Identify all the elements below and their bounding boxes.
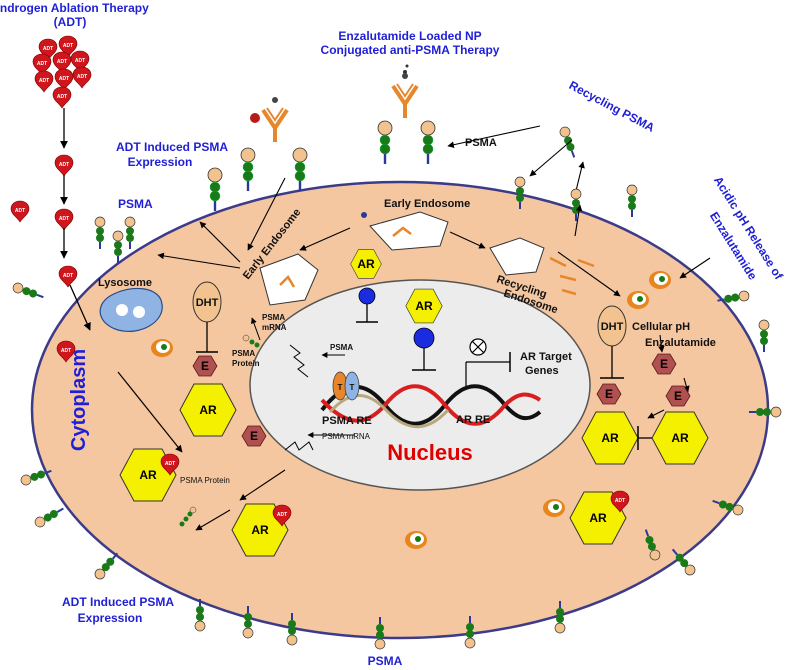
ar-lowleft-label: AR bbox=[139, 468, 157, 482]
adt-induced-bottom-2: Expression bbox=[78, 611, 143, 625]
psma-mrna-label-2: mRNA bbox=[262, 323, 287, 332]
adt-drop-label: ADT bbox=[43, 46, 53, 52]
np-cytoplasm-4 bbox=[649, 271, 671, 289]
lysosome-label: Lysosome bbox=[98, 277, 152, 289]
ar-right-label: AR bbox=[601, 431, 619, 445]
ar-nuc-top-label: AR bbox=[357, 257, 375, 271]
adt-drop-label: ADT bbox=[277, 512, 287, 518]
np-title-2: Conjugated anti-PSMA Therapy bbox=[321, 43, 500, 57]
early-endosome-top-label: Early Endosome bbox=[384, 198, 470, 210]
psma-small-label: PSMA bbox=[330, 343, 353, 352]
ar-left-label: AR bbox=[199, 403, 217, 417]
psma-re-label: PSMA RE bbox=[322, 415, 372, 427]
adt-drop-label: ADT bbox=[57, 59, 67, 65]
e-right-label: E bbox=[605, 387, 613, 401]
adt-drop-label: ADT bbox=[77, 74, 87, 80]
ar-right-low-label: AR bbox=[589, 511, 607, 525]
e-right-2-label: E bbox=[674, 389, 682, 403]
adt-drop-label: ADT bbox=[59, 162, 69, 168]
cytoplasm-label: Cytoplasm bbox=[68, 349, 90, 451]
psma-protein-label-2: Protein bbox=[232, 359, 260, 368]
ar-right-2-label: AR bbox=[671, 431, 689, 445]
np-cytoplasm-5 bbox=[627, 291, 649, 309]
adt-abbr: (ADT) bbox=[54, 15, 87, 29]
ar-target-label-2: Genes bbox=[525, 365, 559, 377]
recycling-endosome bbox=[489, 237, 545, 276]
adt-drop-label: ADT bbox=[57, 94, 67, 100]
np-cytoplasm-2 bbox=[405, 531, 427, 549]
enzalutamide-release bbox=[549, 256, 595, 296]
psma-mrna-line-label: PSMA mRNA bbox=[322, 432, 371, 441]
ar-nuc-center-label: AR bbox=[415, 299, 433, 313]
adt-drop-label: ADT bbox=[59, 76, 69, 82]
adt-induced-top-2: Expression bbox=[128, 155, 193, 169]
psma-mrna-label-1: PSMA bbox=[262, 313, 285, 322]
psma-label-top: PSMA bbox=[465, 137, 497, 149]
recycling-psma-title: Recycling PSMA bbox=[567, 78, 657, 135]
ar-re-label: AR RE bbox=[456, 414, 490, 426]
enzalutamide-label: Enzalutamide bbox=[645, 337, 716, 349]
np-cytoplasm-3 bbox=[543, 499, 565, 517]
nucleus-label: Nucleus bbox=[387, 440, 473, 465]
np-cytoplasm-1 bbox=[151, 339, 173, 357]
svg-text:T: T bbox=[350, 383, 355, 392]
adt-drop-label: ADT bbox=[39, 78, 49, 84]
adt-drop-label: ADT bbox=[15, 208, 25, 214]
adt-drop-label: ADT bbox=[63, 273, 73, 279]
ar-bottom-label: AR bbox=[251, 523, 269, 537]
adt-induced-top-1: ADT Induced PSMA bbox=[116, 140, 228, 154]
adt-induced-bottom-1: ADT Induced PSMA bbox=[62, 595, 174, 609]
adt-drop-label: ADT bbox=[165, 461, 175, 467]
dna-helix bbox=[320, 384, 542, 429]
psma-label-left: PSMA bbox=[118, 197, 153, 211]
adt-drop-label: ADT bbox=[61, 348, 71, 354]
cellular-ph-label: Cellular pH bbox=[632, 321, 690, 333]
antibody-np-left bbox=[261, 95, 289, 144]
dht-left-label: DHT bbox=[196, 297, 219, 309]
adt-drop-label: ADT bbox=[63, 43, 73, 49]
antibody-np-top bbox=[391, 71, 419, 120]
psma-label-bottom: PSMA bbox=[368, 654, 403, 668]
ar-target-label-1: AR Target bbox=[520, 351, 572, 363]
adt-drop-label: ADT bbox=[75, 58, 85, 64]
e-enz-label: E bbox=[660, 357, 668, 371]
e-left-label: E bbox=[201, 359, 209, 373]
adt-drop-label: ADT bbox=[59, 216, 69, 222]
adt-drug-cluster: ADT ADT ADT ADT ADT ADT ADT ADT ADT bbox=[32, 35, 92, 109]
e-mid-label: E bbox=[250, 429, 258, 443]
psma-protein-line: PSMA Protein bbox=[180, 476, 230, 485]
adt-title: Androgen Ablation Therapy bbox=[0, 1, 149, 15]
np-title-1: Enzalutamide Loaded NP bbox=[338, 29, 481, 43]
svg-text:T: T bbox=[338, 383, 343, 392]
adt-drop-label: ADT bbox=[37, 61, 47, 67]
dht-right-label: DHT bbox=[601, 321, 624, 333]
adt-drop-label: ADT bbox=[615, 498, 625, 504]
psma-protein-label-1: PSMA bbox=[232, 349, 255, 358]
lysosome bbox=[99, 287, 163, 332]
